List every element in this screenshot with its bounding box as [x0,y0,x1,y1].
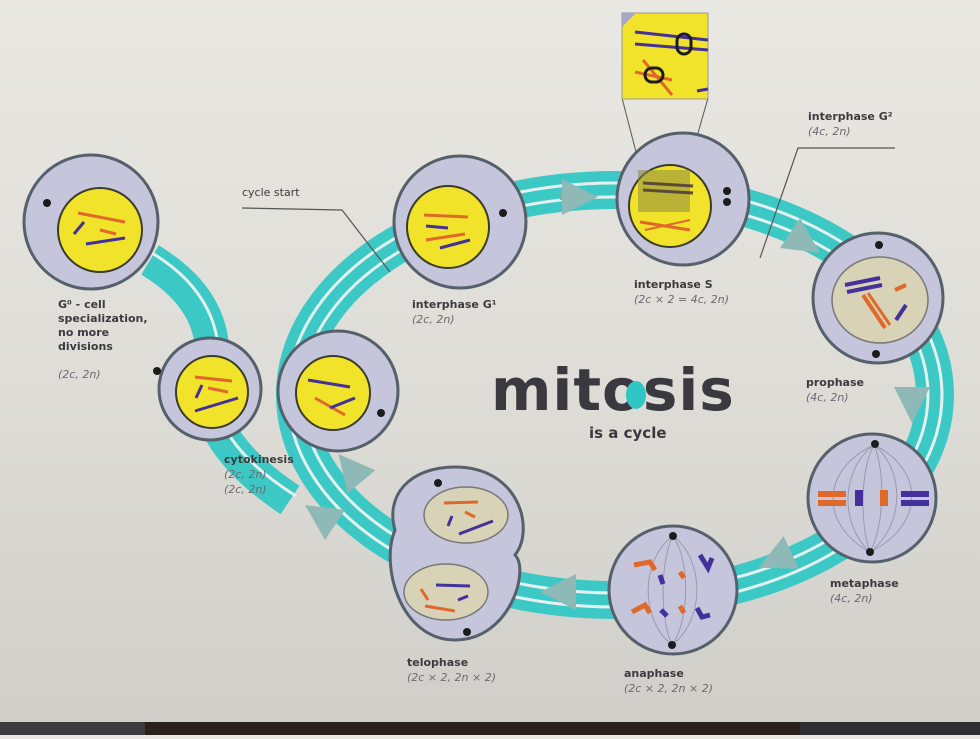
cycle-start-pointer [241,207,391,273]
screen-bezel [0,722,980,735]
g0-line: specialization, [58,312,148,325]
cell-anaphase [607,524,739,656]
formula-prophase: (4c, 2n) [806,391,849,404]
formula-g1: (2c, 2n) [412,313,455,326]
cell-g0 [22,153,160,291]
cell-metaphase [806,432,938,564]
g0-line: G⁰ - cell [58,298,106,311]
label-prophase: prophase [806,376,864,389]
arrow-icon [758,536,799,569]
label-s: interphase S [634,278,713,291]
label-metaphase: metaphase [830,577,899,590]
cell-s [615,131,751,267]
cell-cytokinesis-a [276,329,400,453]
label-cycle-start: cycle start [242,186,300,199]
formula-anaphase: (2c × 2, 2n × 2) [624,682,714,695]
diagram-title: mitosis [491,356,735,424]
label-telophase: telophase [407,656,469,669]
cell-g1 [392,154,528,290]
arrow-icon [305,505,345,540]
s-phase-inset [621,12,709,100]
formula-cytokinesis-2: (2c, 2n) [224,483,267,496]
cell-cytokinesis-b [153,336,263,442]
diagram-subtitle: is a cycle [589,424,667,442]
arrow-icon [780,218,820,253]
label-cytokinesis: cytokinesis [224,453,294,466]
cell-telophase [388,465,525,642]
title-word: mitosis [491,356,735,424]
label-anaphase: anaphase [624,667,684,680]
g2-pointer [759,147,895,259]
bezel-left [0,722,145,735]
formula-telophase: (2c × 2, 2n × 2) [407,671,497,684]
ring-arrows [305,179,930,610]
formula-cytokinesis: (2c, 2n) [224,468,267,481]
g0-line: no more [58,326,110,339]
formula-g2: (4c, 2n) [808,125,851,138]
label-g1: interphase G¹ [412,298,497,311]
label-g2: interphase G² [808,110,893,123]
g0-line: divisions [58,340,113,353]
centrosome [43,199,51,207]
cell-prophase [811,231,945,365]
label-g0: G⁰ - cell specialization, no more divisi… [58,298,148,354]
formula-metaphase: (4c, 2n) [830,592,873,605]
formula-s: (2c × 2 = 4c, 2n) [634,293,730,306]
bezel-right [800,722,980,735]
formula-g0: (2c, 2n) [58,368,101,381]
arrow-icon [338,454,376,494]
